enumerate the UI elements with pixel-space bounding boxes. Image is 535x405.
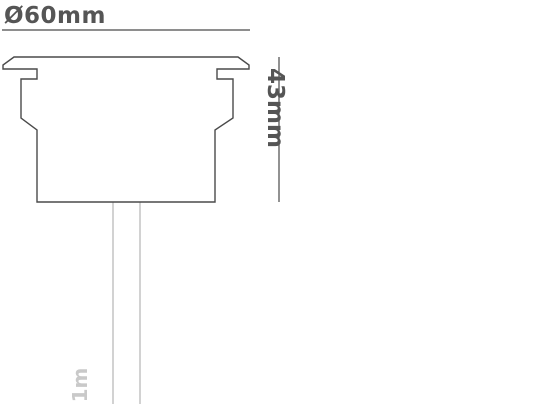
cable-length-label: 1m — [68, 367, 92, 403]
height-label: 43mm — [262, 68, 288, 148]
diameter-label: Ø60mm — [4, 3, 106, 29]
fixture-outline — [2, 56, 250, 203]
